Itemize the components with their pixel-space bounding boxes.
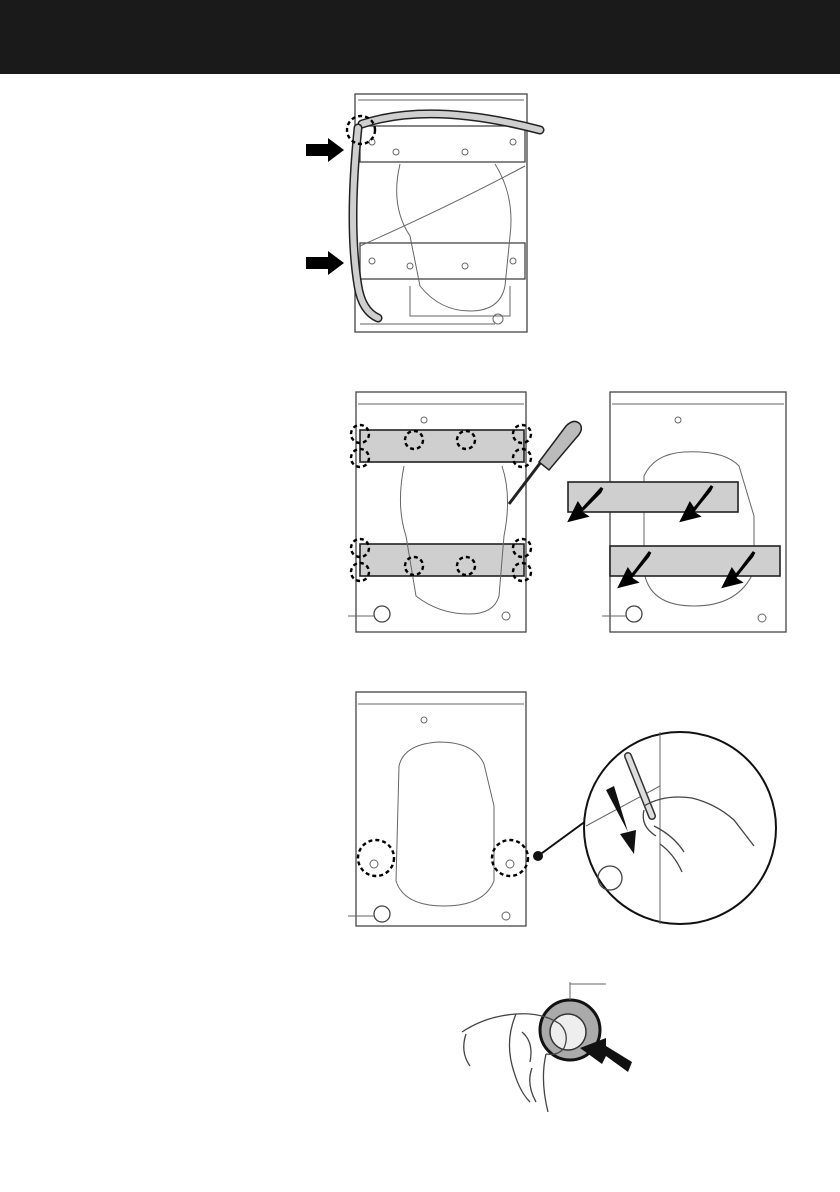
header-bar [0, 0, 840, 74]
magnifier-icon [584, 732, 776, 924]
arrow-right-icon [306, 138, 344, 162]
figure-cover-cap-insertion [456, 972, 656, 1132]
figure-transit-bracket-removal [344, 386, 820, 636]
figure-hose-removal [300, 86, 550, 336]
arrow-right-icon [306, 251, 344, 275]
figure-transit-bolt-removal [344, 686, 784, 932]
